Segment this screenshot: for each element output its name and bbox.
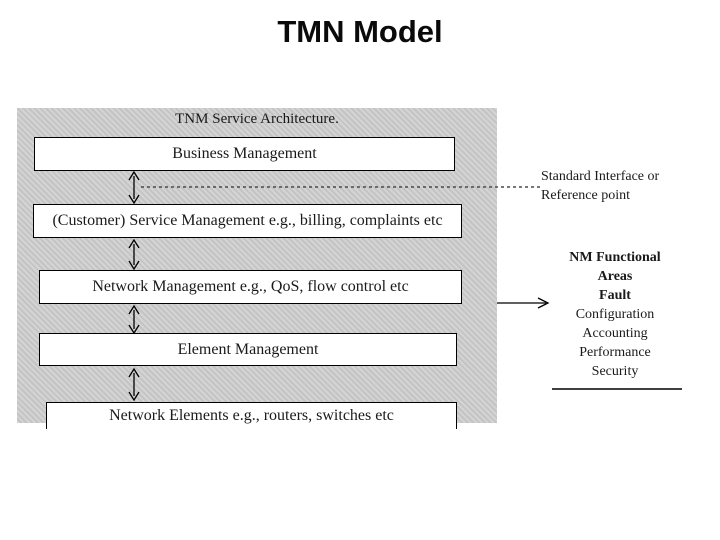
nm-item-security: Security bbox=[591, 364, 639, 379]
standard-interface-line2: Reference point bbox=[541, 188, 631, 203]
nm-item-accounting: Accounting bbox=[582, 326, 648, 341]
layer-network-elements: Network Elements e.g., routers, switches… bbox=[46, 402, 457, 429]
page-title: TMN Model bbox=[277, 14, 443, 49]
nm-item-performance: Performance bbox=[579, 345, 651, 360]
standard-interface-note: Standard Interface or Reference point bbox=[541, 167, 701, 205]
standard-interface-line1: Standard Interface or bbox=[541, 169, 660, 184]
nm-functional-areas: NM Functional Areas Fault Configuration … bbox=[545, 248, 685, 381]
layer-element-management: Element Management bbox=[39, 333, 457, 366]
layer-network-management: Network Management e.g., QoS, flow contr… bbox=[39, 270, 462, 304]
layer-business-management: Business Management bbox=[34, 137, 455, 171]
panel-header-label: TNM Service Architecture. bbox=[175, 111, 339, 127]
nm-heading-line2: Areas bbox=[597, 269, 633, 284]
right-arrow-icon bbox=[497, 297, 550, 309]
layer-service-management: (Customer) Service Management e.g., bill… bbox=[33, 204, 462, 238]
nm-item-configuration: Configuration bbox=[575, 307, 655, 322]
nm-item-fault: Fault bbox=[599, 288, 631, 303]
nm-heading-line1: NM Functional bbox=[569, 250, 661, 265]
